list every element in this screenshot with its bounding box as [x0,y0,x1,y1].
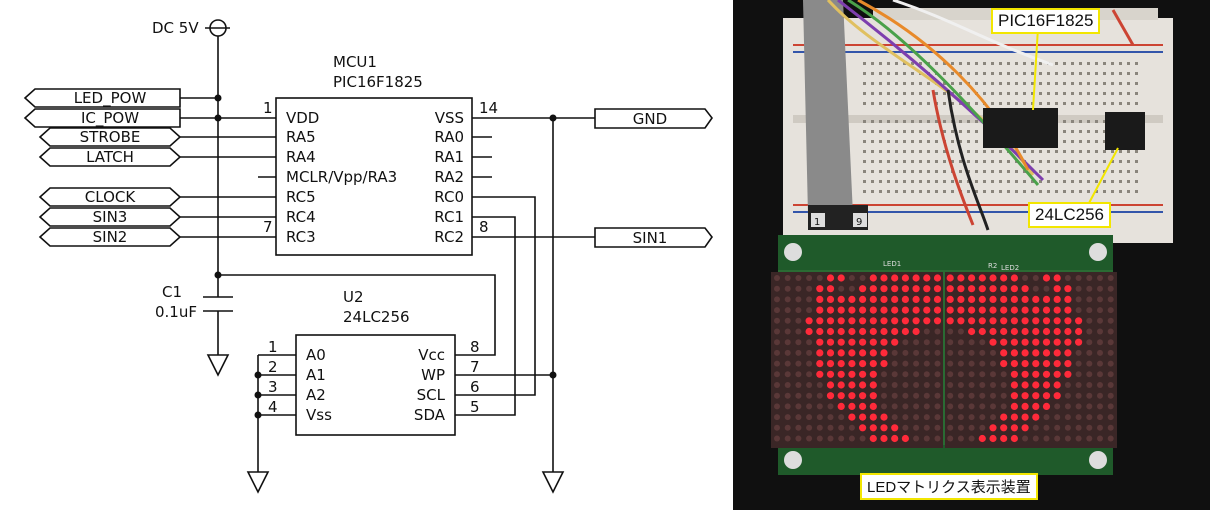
wire-rc0-scl [455,196,536,396]
ribbon-cable [803,0,853,215]
mcu-pin-rc1: RC1 [434,208,464,226]
eeprom-ref: U2 [343,288,364,306]
port-label: STROBE [80,128,141,146]
mcu-chip [983,108,1058,148]
eeprom-pin-a0: A0 [306,346,326,364]
mcu-pin-ra2: RA2 [434,168,464,186]
eeprom-pin-number: 6 [470,378,480,396]
photo-illustration: 1 9 LED1 R2 LED2 [771,0,1173,475]
schematic-diagram: DC 5V MCU1 PIC16F1825 VDDRA5RA4MCLR/Vpp/… [23,19,713,494]
pcb-r2-label: R2 [988,262,997,270]
mcu-pin-rc3: RC3 [286,228,316,246]
eeprom-pin-number: 2 [268,358,278,376]
port-label: LATCH [86,148,134,166]
callout-pic16f1825: PIC16F1825 [991,8,1101,34]
port-strobe: STROBE [38,127,182,147]
cable-num-1: 1 [814,217,820,228]
pin-number-rc3: 7 [263,218,273,236]
port-sin3: SIN3 [38,207,182,227]
mcu-pin-rc5: RC5 [286,188,316,206]
led-dots [774,274,1114,443]
mcu-pin-ra0: RA0 [434,128,464,146]
cap-ref: C1 [162,283,182,301]
port-label: CLOCK [85,188,137,206]
eeprom-pin-number: 4 [268,398,278,416]
mcu-pin-rc0: RC0 [434,188,464,206]
port-sin2: SIN2 [38,227,182,247]
hardware-photo: 1 9 LED1 R2 LED2 [733,0,1210,510]
port-led-pow: LED_POW [23,88,181,108]
port-label: SIN3 [93,208,128,226]
mcu-pin-vdd: VDD [286,109,319,127]
pcb-led1-label: LED1 [883,260,901,268]
mcu-body [275,97,473,256]
eeprom-pin-vcc: Vcc [418,346,445,364]
cable-num-9: 9 [856,217,862,228]
pin-number-rc2: 8 [479,218,489,236]
pin-number-vdd: 1 [263,99,273,117]
gnd-symbol-right [541,471,565,494]
eeprom-pin-number: 5 [470,398,480,416]
gnd-symbol-cap [206,354,230,377]
mcu-pin-ra5: RA5 [286,128,316,146]
port-label: IC_POW [81,109,139,128]
port-clock: CLOCK [38,187,182,207]
gnd-symbol-eeprom [246,471,270,494]
power-symbol [205,19,230,37]
mcu-pin-vss: VSS [435,109,464,127]
eeprom-pin-wp: WP [421,366,445,384]
port-label: SIN2 [93,228,128,246]
eeprom-pin-number: 3 [268,378,278,396]
wire-vcc-eeprom [218,274,496,356]
port-gnd [594,108,713,129]
mcu-ref: MCU1 [333,53,377,71]
port-label: LED_POW [74,89,147,108]
eeprom-pin-number: 7 [470,358,480,376]
eeprom-pin-number: 1 [268,338,278,356]
eeprom-pin-a1: A1 [306,366,326,384]
callout-led-matrix-device: LEDマトリクス表示装置 [860,473,1038,500]
wire-rc1-sda [455,216,516,416]
jumper-wires [826,0,1135,231]
port-sin1-label: SIN1 [633,229,668,247]
mcu-pin-ra4: RA4 [286,148,316,166]
power-label: DC 5V [152,19,199,37]
mcu-pin-rc4: RC4 [286,208,316,226]
eeprom-pin-vss: Vss [306,406,332,424]
port-sin1 [594,227,713,248]
mcu-pin-mclrvppra3: MCLR/Vpp/RA3 [286,168,397,186]
mcu-part: PIC16F1825 [333,73,423,91]
eeprom-part: 24LC256 [343,308,410,326]
eeprom-pin-a2: A2 [306,386,326,404]
junction-dots [214,94,557,419]
eeprom-pin-scl: SCL [417,386,446,404]
mcu-pin-rc2: RC2 [434,228,464,246]
mcu-pin-ra1: RA1 [434,148,464,166]
port-ic-pow: IC_POW [23,108,181,128]
eeprom-pin-number: 8 [470,338,480,356]
callout-24lc256: 24LC256 [1028,202,1112,228]
eeprom-body [295,334,456,436]
eeprom-pin-sda: SDA [414,406,446,424]
eeprom-chip [1105,112,1145,150]
pin-number-vss: 14 [479,99,498,117]
cap-value: 0.1uF [155,303,197,321]
port-latch: LATCH [38,147,182,167]
pcb-led2-label: LED2 [1001,264,1019,272]
port-gnd-label: GND [633,110,667,128]
